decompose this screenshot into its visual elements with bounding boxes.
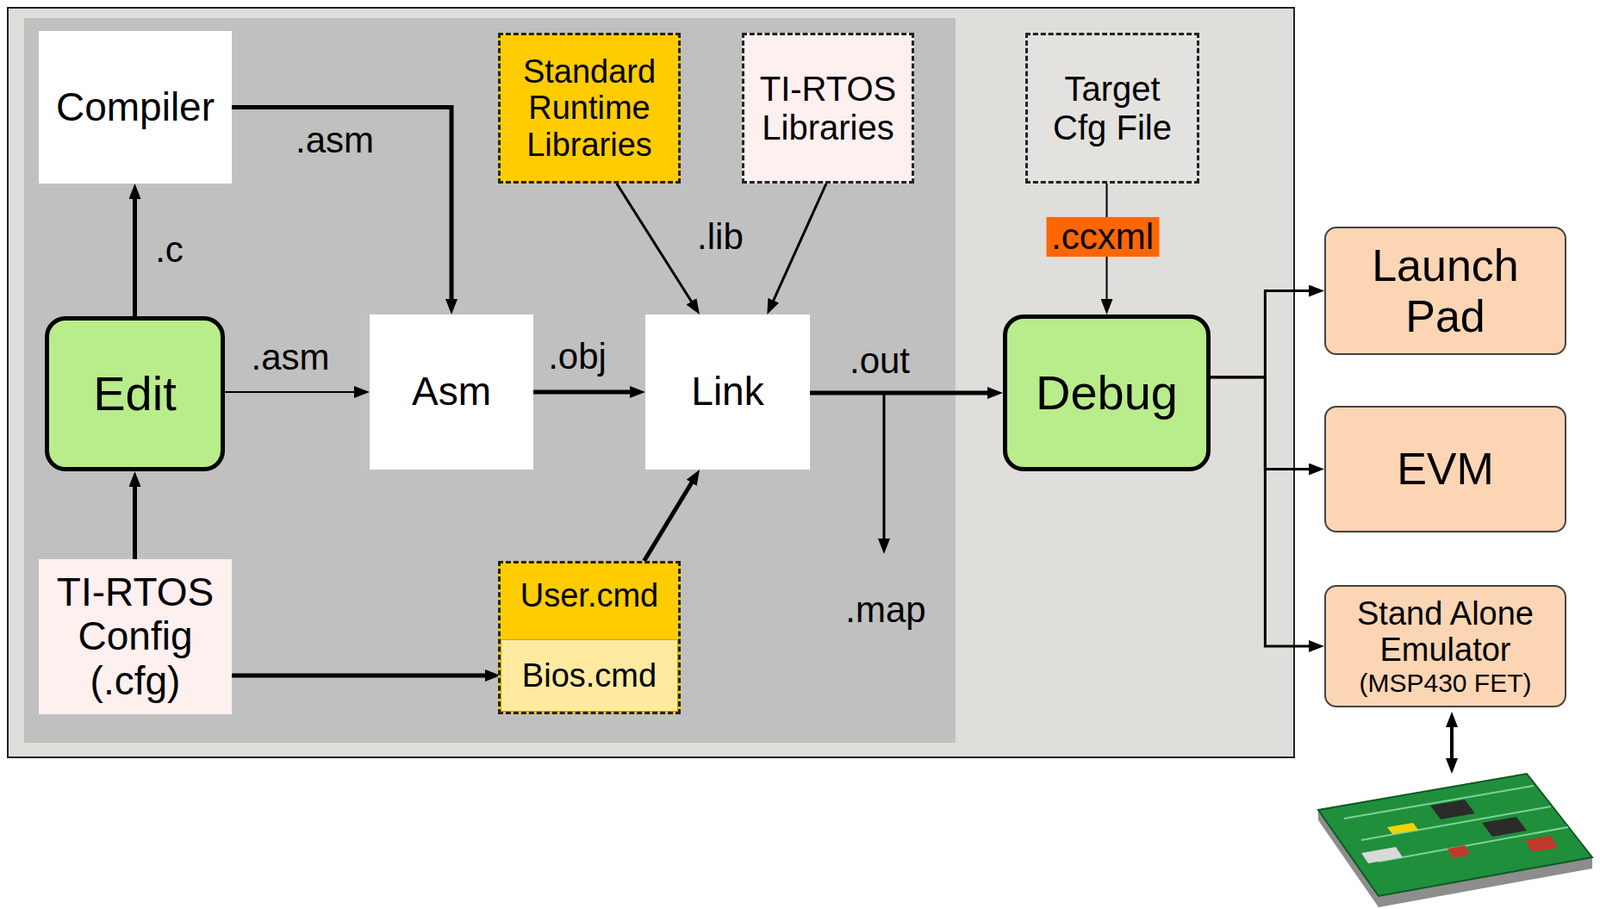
node-text: Compiler: [56, 85, 215, 131]
flow-arrow: [132, 192, 137, 317]
node-text: TI-RTOS Config (.cfg): [43, 570, 227, 704]
node-text: Standard Runtime Libraries: [505, 53, 673, 164]
board-chip: [1430, 799, 1476, 820]
edge-label: .c: [155, 230, 184, 270]
process-box: Launch Pad: [1324, 226, 1567, 355]
node-text: Bios.cmd: [522, 657, 657, 695]
process-box: EVM: [1324, 405, 1567, 533]
edge-label: .out: [849, 341, 910, 381]
flow-arrow: [1210, 377, 1316, 647]
process-box: Standard Runtime Libraries: [498, 32, 681, 184]
node-text: (MSP430 FET): [1358, 668, 1532, 698]
node-text: Target Cfg File: [1033, 69, 1192, 148]
process-box: Compiler: [38, 31, 232, 184]
flow-arrow: [770, 183, 827, 307]
flow-arrow: [1210, 377, 1316, 470]
board-pad: [1387, 822, 1419, 835]
flow-arrow: [231, 107, 452, 307]
flow-arrow: [132, 479, 137, 560]
process-box: Target Cfg File: [1025, 32, 1200, 184]
edge-label: .asm: [250, 337, 330, 378]
flow-arrow: [533, 390, 637, 395]
process-box: User.cmdBios.cmd: [498, 560, 681, 715]
process-box: Stand Alone Emulator(MSP430 FET): [1324, 585, 1567, 708]
process-box: Debug: [1002, 314, 1211, 472]
node-text: TI-RTOS Libraries: [749, 69, 907, 148]
flow-arrow: [616, 183, 696, 308]
node-text: Edit: [93, 367, 177, 422]
process-box: Link: [645, 314, 810, 470]
board-header: [1361, 846, 1403, 864]
node-text: Link: [691, 369, 764, 415]
flow-arrow: [224, 391, 362, 393]
board-capacitor: [1447, 845, 1470, 859]
edge-label: .obj: [547, 336, 607, 377]
flow-arrow: [231, 673, 492, 679]
process-box: TI-RTOS Config (.cfg): [38, 559, 232, 715]
flow-arrow: [809, 391, 995, 396]
node-text: Stand Alone Emulator: [1331, 595, 1560, 669]
flow-arrow: [644, 477, 696, 561]
edge-label: .asm: [295, 119, 374, 160]
target-board: [1318, 773, 1593, 908]
nested-box: Bios.cmd: [500, 639, 679, 712]
node-text: User.cmd: [520, 577, 659, 615]
node-text: EVM: [1396, 443, 1495, 494]
connectors: [135, 107, 1317, 677]
ide-panel: [7, 7, 1295, 758]
process-box: Asm: [369, 314, 534, 470]
file-label: .map: [845, 590, 926, 630]
edge-label: .lib: [697, 217, 744, 257]
build-panel: [24, 18, 956, 743]
board-capacitor: [1525, 835, 1558, 853]
edge-label: .ccxml: [1045, 217, 1159, 257]
board-face: [1318, 773, 1593, 897]
node-text: Asm: [411, 369, 492, 415]
flow-arrow: [1210, 291, 1316, 378]
process-box: Edit: [44, 316, 225, 472]
jtag-link: [1450, 720, 1454, 766]
node-text: Debug: [1035, 366, 1178, 421]
node-text: Launch Pad: [1331, 240, 1560, 341]
board-chip: [1481, 816, 1527, 837]
map-leader: [883, 392, 886, 546]
process-box: TI-RTOS Libraries: [741, 32, 915, 184]
